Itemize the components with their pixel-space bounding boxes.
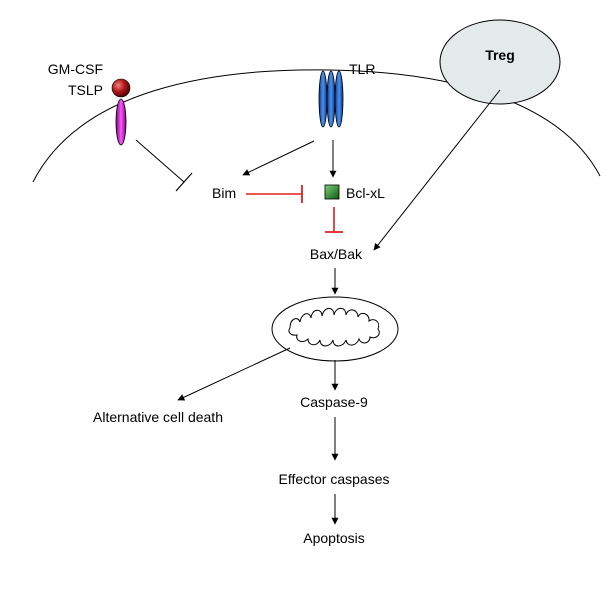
effector-label: Effector caspases xyxy=(278,471,389,487)
apoptosis-label: Apoptosis xyxy=(303,530,364,546)
treg-cell xyxy=(439,19,561,105)
inhibition-receptor-to-bim xyxy=(135,139,185,183)
bclxl-square-icon xyxy=(324,184,340,200)
inhibition-receptor-to-bim-bar xyxy=(175,172,193,192)
bim-label: Bim xyxy=(212,185,236,201)
tlr-label: TLR xyxy=(349,61,375,77)
alt-death-label: Alternative cell death xyxy=(93,409,223,425)
caspase9-label: Caspase-9 xyxy=(300,394,368,410)
arrow-treg-to-baxbak xyxy=(373,89,501,251)
arrow-tlr-to-bim xyxy=(242,140,315,176)
cytokine-receptor-icon xyxy=(115,98,127,146)
tslp-label: TSLP xyxy=(68,82,103,98)
tlr-receptor-icon xyxy=(318,70,344,128)
arrow-mito-to-altdeath xyxy=(177,347,291,401)
treg-label: Treg xyxy=(485,47,515,63)
mitochondrion-icon xyxy=(271,296,399,362)
cell-membrane xyxy=(32,69,601,183)
ligand-ball-icon xyxy=(111,78,131,98)
bclxl-label: Bcl-xL xyxy=(346,185,385,201)
baxbak-label: Bax/Bak xyxy=(310,246,363,262)
gmcsf-label: GM-CSF xyxy=(48,61,103,77)
